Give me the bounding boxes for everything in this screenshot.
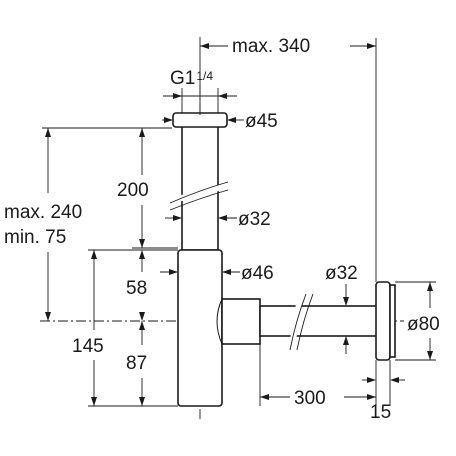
top-flange [172,112,228,128]
outlet-stub-profile [216,298,223,345]
label-d32-horizontal: ø32 [325,263,358,284]
label-max-340: max. 340 [232,36,310,57]
dimension-max-240 [42,127,132,321]
wall-flange-plate [389,284,396,358]
label-d46: ø46 [241,263,274,284]
dimension-87 [88,321,178,407]
vertical-pipe-break [169,181,229,211]
label-d80: ø80 [407,314,440,335]
dimension-15 [362,360,405,406]
dimension-d32-vertical [165,215,237,221]
dimension-max-340 [199,37,377,282]
dimension-300 [259,344,377,406]
dimension-d32-horizontal [343,284,349,354]
label-d32-vertical: ø32 [238,209,271,230]
outlet-stub [221,298,261,345]
dimension-d45 [162,117,244,123]
label-200: 200 [117,180,149,201]
label-thread-fraction: 1/4 [196,69,213,83]
horizontal-pipe-break [289,293,314,351]
label-15: 15 [370,402,391,423]
label-58: 58 [126,278,147,299]
label-min-75: min. 75 [4,227,66,248]
label-max-240: max. 240 [4,202,82,223]
dimension-thread [163,88,237,113]
wall-flange [375,281,391,361]
dimension-200 [132,127,178,249]
label-thread-main: G1 [170,68,195,89]
dimension-58 [88,249,178,321]
label-87: 87 [126,353,147,374]
outlet-pipe [259,305,381,337]
dimension-d46 [160,269,240,275]
label-145: 145 [72,336,104,357]
dimension-d80 [395,281,436,361]
label-thread: G11/4 [170,68,213,89]
label-300: 300 [294,388,326,409]
bottle-body [177,249,223,407]
label-d45: ø45 [245,111,278,132]
dimension-145 [91,250,97,406]
